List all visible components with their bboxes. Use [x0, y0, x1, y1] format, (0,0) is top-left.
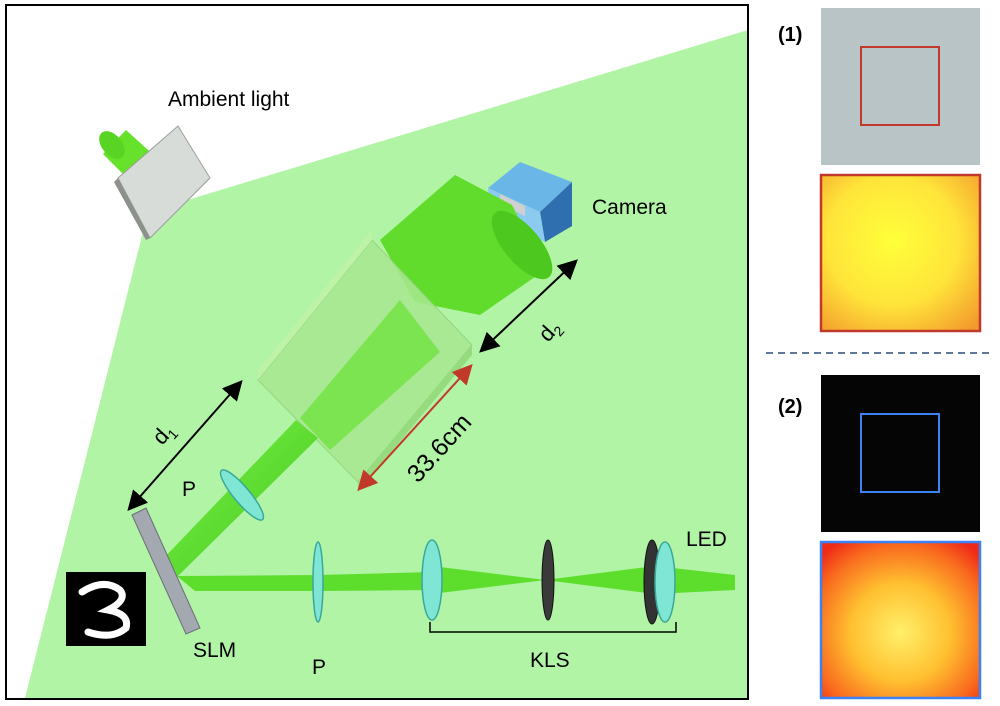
polarizer-lower: [312, 541, 324, 623]
lamp-icon: [99, 125, 211, 240]
slm-label: SLM: [193, 639, 236, 662]
ambient-light-label: Ambient light: [168, 88, 290, 111]
panel2-heatmap: [819, 540, 982, 700]
kls-label: KLS: [530, 649, 570, 672]
panel2-roi-box: [860, 413, 940, 493]
polarizer-upper-label: P: [182, 478, 196, 501]
d1-arrow: [127, 379, 243, 512]
panel1-roi-box: [860, 46, 940, 126]
camera-label: Camera: [592, 196, 667, 219]
led-label: LED: [686, 528, 727, 551]
kls-bracket: [429, 622, 677, 633]
panel1-heatmap: [819, 173, 982, 333]
panel2-label: (2): [778, 396, 802, 418]
d2-arrow: [479, 259, 578, 353]
polarizer-lower-label: P: [312, 656, 326, 679]
panel1-label: (1): [778, 24, 802, 46]
panel2-raw-image: [821, 375, 980, 532]
lens-1: [421, 539, 443, 621]
panel1-raw-image: [821, 8, 980, 165]
lens-2: [654, 541, 676, 623]
pinhole: [541, 539, 555, 621]
distance-arrow: [357, 364, 473, 491]
digit-three-icon: [66, 572, 146, 646]
